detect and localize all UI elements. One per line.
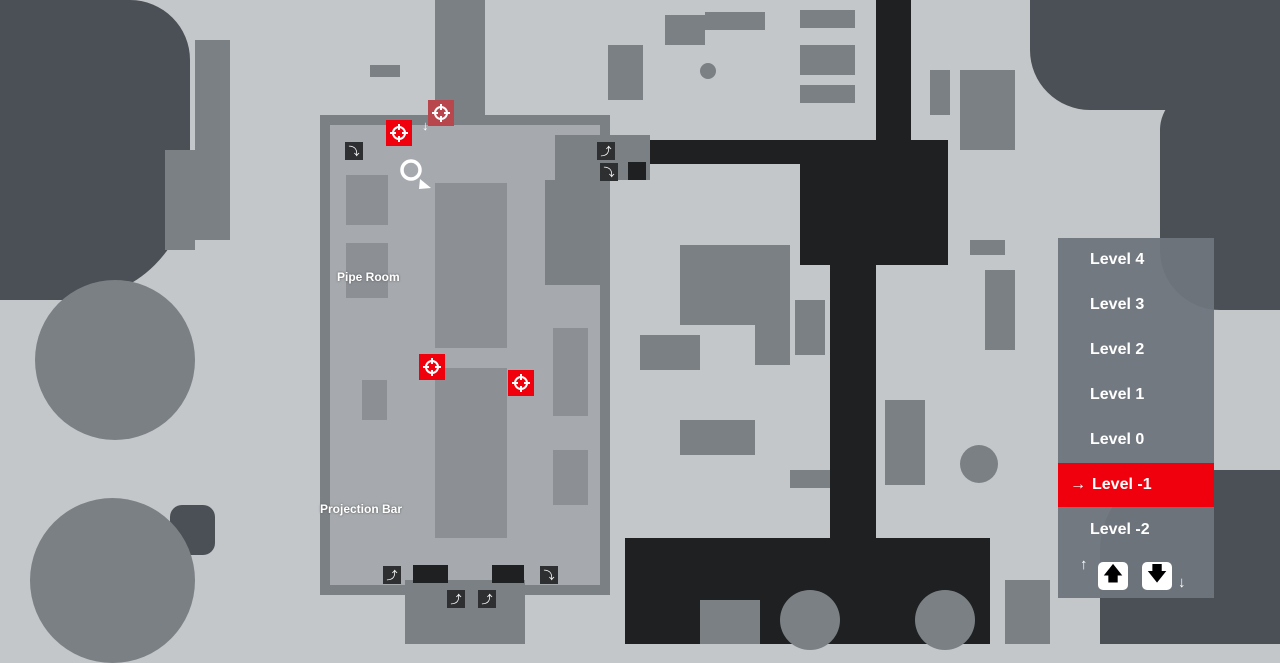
elevator [492, 565, 524, 583]
room [435, 368, 507, 538]
area-label-projection-bar: Projection Bar [320, 502, 403, 516]
level-label: Level 3 [1090, 296, 1145, 313]
level-item-0[interactable]: Level 0 [1058, 418, 1214, 462]
level-item-4[interactable]: Level 4 [1058, 238, 1214, 282]
level-label: Level 2 [1090, 341, 1145, 358]
building [705, 12, 765, 30]
crosshair-target-icon [512, 374, 530, 392]
stairs-icon[interactable]: ⤴ [383, 566, 401, 584]
target-marker[interactable] [419, 354, 445, 380]
room [346, 175, 388, 225]
building [755, 265, 790, 365]
level-item-minus-2[interactable]: Level -2 [1058, 508, 1214, 552]
building [960, 70, 1015, 150]
main-building-wall [545, 180, 610, 285]
building [195, 40, 230, 240]
stairs-icon[interactable]: ⤴ [478, 590, 496, 608]
building [370, 65, 400, 77]
building [608, 45, 643, 100]
crosshair-target-icon [390, 124, 408, 142]
room [553, 450, 588, 505]
level-item-1[interactable]: Level 1 [1058, 373, 1214, 417]
stairs-icon[interactable]: ⤵ [600, 163, 618, 181]
stairs-icon[interactable]: ⤵ [345, 142, 363, 160]
arrow-right-icon: → [1070, 476, 1086, 493]
storage-tank [35, 280, 195, 440]
main-building-wall [405, 580, 525, 644]
building [680, 420, 755, 455]
building [700, 63, 716, 79]
level-selector: Level 4 Level 3 Level 2 Level 1 Level 0 … [1058, 238, 1214, 598]
level-item-minus-1[interactable]: → Level -1 [1058, 463, 1214, 507]
corridor [830, 260, 876, 560]
arrow-up-hint-icon: ↑ [1080, 556, 1088, 573]
room [435, 183, 507, 348]
corridor [800, 140, 948, 265]
building [800, 85, 855, 103]
room [553, 328, 588, 416]
room [346, 243, 388, 298]
stairs-icon[interactable]: ⤴ [447, 590, 465, 608]
level-item-3[interactable]: Level 3 [1058, 283, 1214, 327]
elevator [413, 565, 448, 583]
stairs-icon[interactable]: ⤵ [540, 566, 558, 584]
level-label: Level 0 [1090, 431, 1145, 448]
target-marker[interactable] [386, 120, 412, 146]
building [985, 270, 1015, 350]
building [960, 445, 998, 483]
terrain-rock [0, 0, 190, 300]
building [640, 335, 700, 370]
building [700, 600, 760, 644]
tank [780, 590, 840, 650]
player-location-icon [400, 159, 431, 189]
building [800, 45, 855, 75]
building [885, 400, 925, 485]
building [665, 15, 705, 45]
building [800, 10, 855, 28]
building [1005, 580, 1050, 644]
crosshair-target-icon [432, 104, 450, 122]
elevator [628, 162, 646, 180]
building [165, 150, 195, 250]
building [930, 70, 950, 115]
level-label: Level 1 [1090, 386, 1145, 403]
arrow-down-icon: 🡇 [1146, 563, 1168, 585]
area-label-pipe-room: Pipe Room [337, 270, 400, 284]
arrow-down-hint-icon: ↓ [1178, 574, 1186, 591]
building [790, 470, 830, 488]
corridor [650, 140, 800, 164]
tank [915, 590, 975, 650]
stairs-icon[interactable]: ⤴ [597, 142, 615, 160]
crosshair-target-icon [423, 358, 441, 376]
level-item-2[interactable]: Level 2 [1058, 328, 1214, 372]
level-label: Level -2 [1090, 521, 1150, 538]
level-up-button[interactable]: 🡅 [1098, 562, 1128, 590]
arrow-up-icon: 🡅 [1102, 563, 1124, 585]
storage-tank [30, 498, 195, 663]
corridor [876, 0, 911, 160]
level-label: Level 4 [1090, 251, 1145, 268]
target-marker[interactable] [508, 370, 534, 396]
level-down-button[interactable]: 🡇 [1142, 562, 1172, 590]
room [362, 380, 387, 420]
level-label: Level -1 [1092, 476, 1152, 493]
target-marker-upper-level[interactable] [428, 100, 454, 126]
building [970, 240, 1005, 255]
building [795, 300, 825, 355]
level-down-arrow-icon: ↓ [422, 118, 429, 133]
